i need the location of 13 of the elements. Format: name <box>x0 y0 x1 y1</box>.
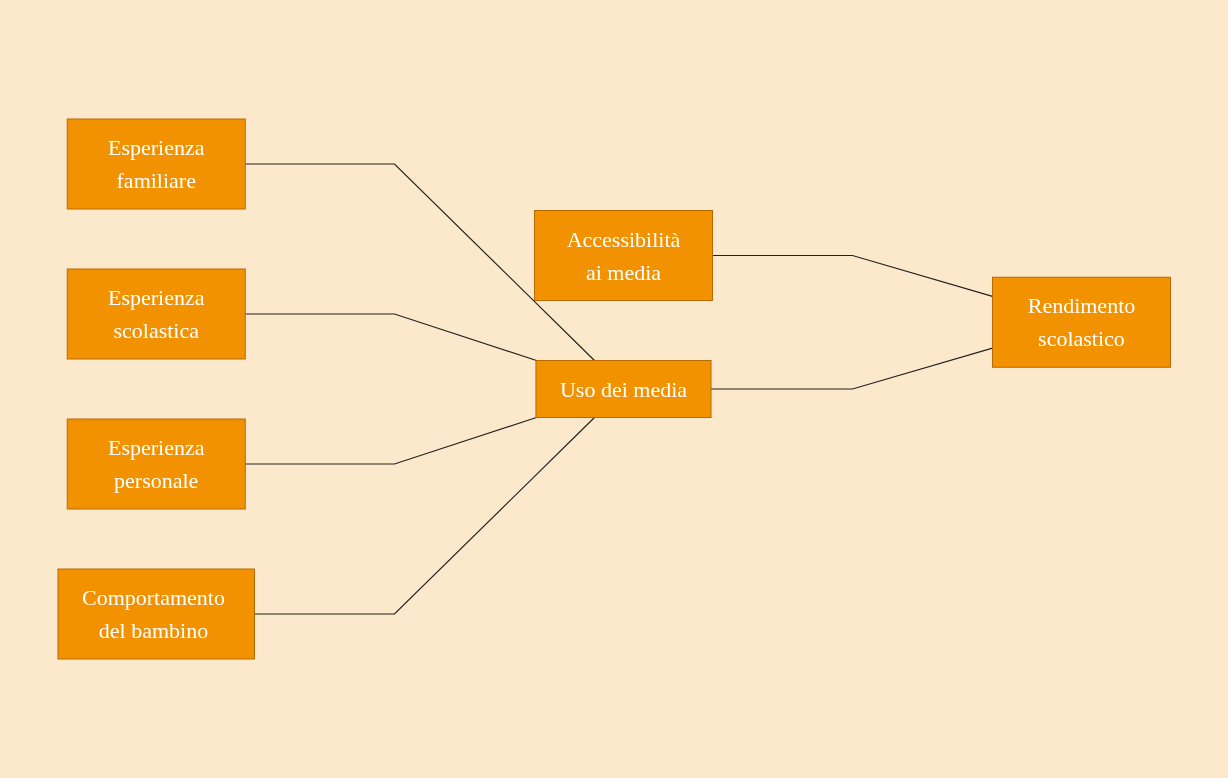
connector <box>711 254 993 297</box>
node-box: Comportamento del bambino <box>57 568 255 660</box>
connector <box>710 347 993 390</box>
node-box: Accessibilità ai media <box>533 210 713 301</box>
connector <box>244 416 537 465</box>
connector <box>244 313 537 362</box>
node-box: Esperienza personale <box>66 418 246 510</box>
node-box: Rendimento scolastico <box>991 276 1171 368</box>
node-box: Uso dei media <box>535 360 712 418</box>
connector <box>253 416 595 615</box>
node-box: Esperienza scolastica <box>66 268 246 360</box>
node-box: Esperienza familiare <box>66 118 246 210</box>
connector <box>244 163 595 362</box>
